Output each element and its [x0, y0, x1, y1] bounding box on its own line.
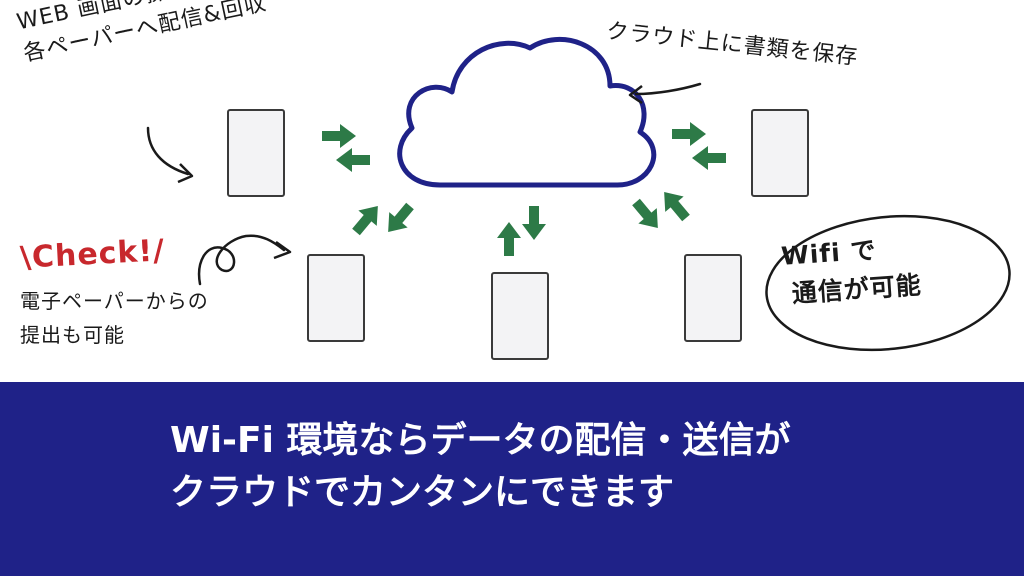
pointer-arrow-cloud — [634, 82, 702, 96]
diagram-area: WEB 画面の操作で 各ペーパーへ配信&回収 クラウド上に書類を保存 \Chec… — [15, 0, 1011, 360]
note-epaper-line-2: 提出も可能 — [20, 323, 125, 347]
epaper-device-top-left — [227, 109, 285, 197]
banner-text: Wi-Fi 環境ならデータの配信・送信が クラウドでカンタンにできます — [170, 415, 790, 519]
sync-arrow-right — [672, 122, 726, 170]
banner-line-2: クラウドでカンタンにできます — [170, 472, 675, 513]
wifi-callout-bubble — [765, 214, 1011, 352]
note-epaper-submit: 電子ペーパーからの 提出も可能 — [20, 284, 209, 352]
epaper-device-center — [491, 272, 549, 360]
sync-arrow-lower-right — [626, 184, 696, 236]
epaper-device-mid-left — [307, 254, 365, 342]
sync-arrow-lower-left — [346, 198, 420, 240]
caption-banner: Wi-Fi 環境ならデータの配信・送信が クラウドでカンタンにできます — [0, 382, 1024, 576]
epaper-device-mid-right — [684, 254, 742, 342]
pointer-arrow-web — [146, 126, 190, 176]
sync-arrow-center — [497, 206, 546, 256]
note-epaper-line-1: 電子ペーパーからの — [20, 289, 209, 313]
banner-line-1: Wi-Fi 環境ならデータの配信・送信が — [170, 420, 791, 461]
note-check: \Check!/ — [19, 233, 166, 276]
sync-arrow-left — [322, 124, 370, 172]
cloud-icon — [397, 37, 657, 188]
epaper-device-top-right — [751, 109, 809, 197]
diagram-graphics — [146, 37, 1011, 352]
pointer-arrow-check — [197, 234, 286, 286]
note-wifi-comm: Wifi で 通信が可能 — [780, 228, 923, 313]
